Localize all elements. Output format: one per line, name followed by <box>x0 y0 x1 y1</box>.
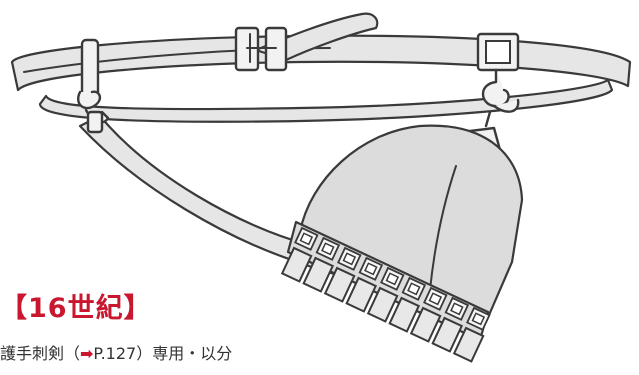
cartridge-cell <box>444 296 470 321</box>
cartridge-tube <box>431 316 464 353</box>
cartridge-cell <box>466 306 491 331</box>
cartridge-tube <box>323 266 356 303</box>
cartridge-tube <box>302 256 335 293</box>
cartridge-cells <box>294 226 491 331</box>
heading-bracket-close: 】 <box>123 293 152 324</box>
cartridge-tube <box>345 276 378 313</box>
caption-suffix: ）専用・以分 <box>136 344 233 363</box>
era-heading: 【16世紀】 <box>0 286 152 325</box>
caption-page-reference: P.127 <box>93 344 137 363</box>
cartridge-cell <box>294 226 319 251</box>
cartridge-tube <box>280 246 313 283</box>
cartridge-tube <box>366 286 399 323</box>
heading-bracket-open: 【 <box>0 293 28 324</box>
cartridge-cell <box>315 236 341 261</box>
hanger-strap <box>78 114 308 264</box>
belt-back-band <box>38 78 614 123</box>
cartridge-cell <box>337 246 362 271</box>
cartridge-tube <box>409 306 442 343</box>
cartridge-tube <box>388 296 421 333</box>
cartridge-tube <box>452 326 485 363</box>
cartridge-cell <box>358 256 384 281</box>
arrow-right-icon: ➡ <box>80 344 94 363</box>
left-strap-loop <box>77 38 110 134</box>
cartridge-cell <box>380 266 405 291</box>
caption-prefix: 護手刺剣（ <box>0 344 81 363</box>
belt-buckle <box>234 26 288 72</box>
cartridge-cell <box>423 286 448 311</box>
heading-text: 16世紀 <box>28 293 124 324</box>
cartridge-tubes <box>280 246 485 363</box>
caption-line: 護手刺剣（➡P.127）専用・以分 <box>0 340 232 364</box>
belt-front-band <box>10 34 632 92</box>
cartridge-cell <box>401 276 427 301</box>
